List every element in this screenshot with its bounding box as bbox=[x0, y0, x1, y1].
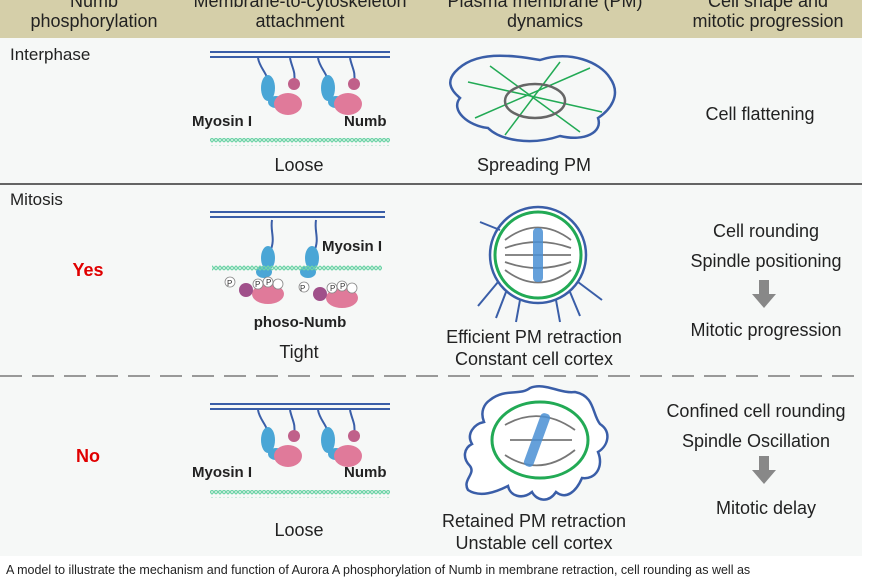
svg-text:P: P bbox=[300, 284, 305, 293]
efficient-retraction-graphic bbox=[477, 205, 603, 323]
phosphorylation-yes: Yes bbox=[72, 260, 104, 280]
spreading-pm-graphic bbox=[449, 54, 617, 143]
down-arrow-icon bbox=[752, 456, 776, 484]
pm-label-efficient-retraction: Efficient PM retraction bbox=[446, 327, 622, 347]
outcome-confined-rounding: Confined cell rounding bbox=[666, 401, 846, 421]
outcome-mitotic-progression: Mitotic progression bbox=[690, 320, 842, 340]
phase-label-mitosis: Mitosis bbox=[10, 190, 63, 209]
pm-label-retained-retraction: Retained PM retraction bbox=[441, 511, 627, 531]
numb-label: Numb bbox=[344, 464, 387, 481]
svg-text:P: P bbox=[330, 284, 335, 293]
down-arrow-icon bbox=[752, 280, 776, 308]
outcome-mitotic-delay: Mitotic delay bbox=[715, 498, 817, 518]
phase-label-interphase: Interphase bbox=[10, 45, 91, 64]
attachment-label-loose: Loose bbox=[274, 520, 324, 540]
attachment-label-loose: Loose bbox=[274, 155, 324, 175]
numb-label: Numb bbox=[344, 113, 387, 130]
pm-label-spreading: Spreading PM bbox=[476, 155, 592, 175]
figure-caption: A model to illustrate the mechanism and … bbox=[6, 563, 751, 577]
svg-text:P: P bbox=[227, 279, 232, 288]
diagram-graphics: P P P P P P bbox=[0, 51, 862, 501]
phosphorylation-no: No bbox=[76, 446, 100, 466]
mitosis-yes-attachment-graphic: P P P P P P bbox=[210, 211, 385, 309]
myosin-label: Myosin I bbox=[322, 238, 383, 255]
myosin-label: Myosin I bbox=[192, 464, 253, 481]
mitosis-no-attachment-graphic bbox=[210, 403, 390, 498]
outcome-cell-rounding: Cell rounding bbox=[712, 221, 820, 241]
pm-label-constant-cortex: Constant cell cortex bbox=[454, 349, 614, 369]
phospho-numb-label: phoso-Numb bbox=[253, 314, 347, 331]
interphase-attachment-graphic bbox=[210, 51, 390, 146]
svg-text:P: P bbox=[266, 278, 271, 287]
svg-text:P: P bbox=[255, 280, 260, 289]
outcome-cell-flattening: Cell flattening bbox=[705, 104, 815, 124]
outcome-spindle-oscillation: Spindle Oscillation bbox=[681, 431, 831, 451]
svg-text:P: P bbox=[340, 282, 345, 291]
header-pm-dynamics: Plasma membrane (PM)dynamics bbox=[447, 0, 643, 31]
attachment-label-tight: Tight bbox=[279, 342, 319, 362]
myosin-label: Myosin I bbox=[192, 113, 253, 130]
outcome-spindle-positioning: Spindle positioning bbox=[690, 251, 842, 271]
pm-label-unstable-cortex: Unstable cell cortex bbox=[455, 533, 613, 553]
retained-retraction-graphic bbox=[463, 385, 609, 501]
